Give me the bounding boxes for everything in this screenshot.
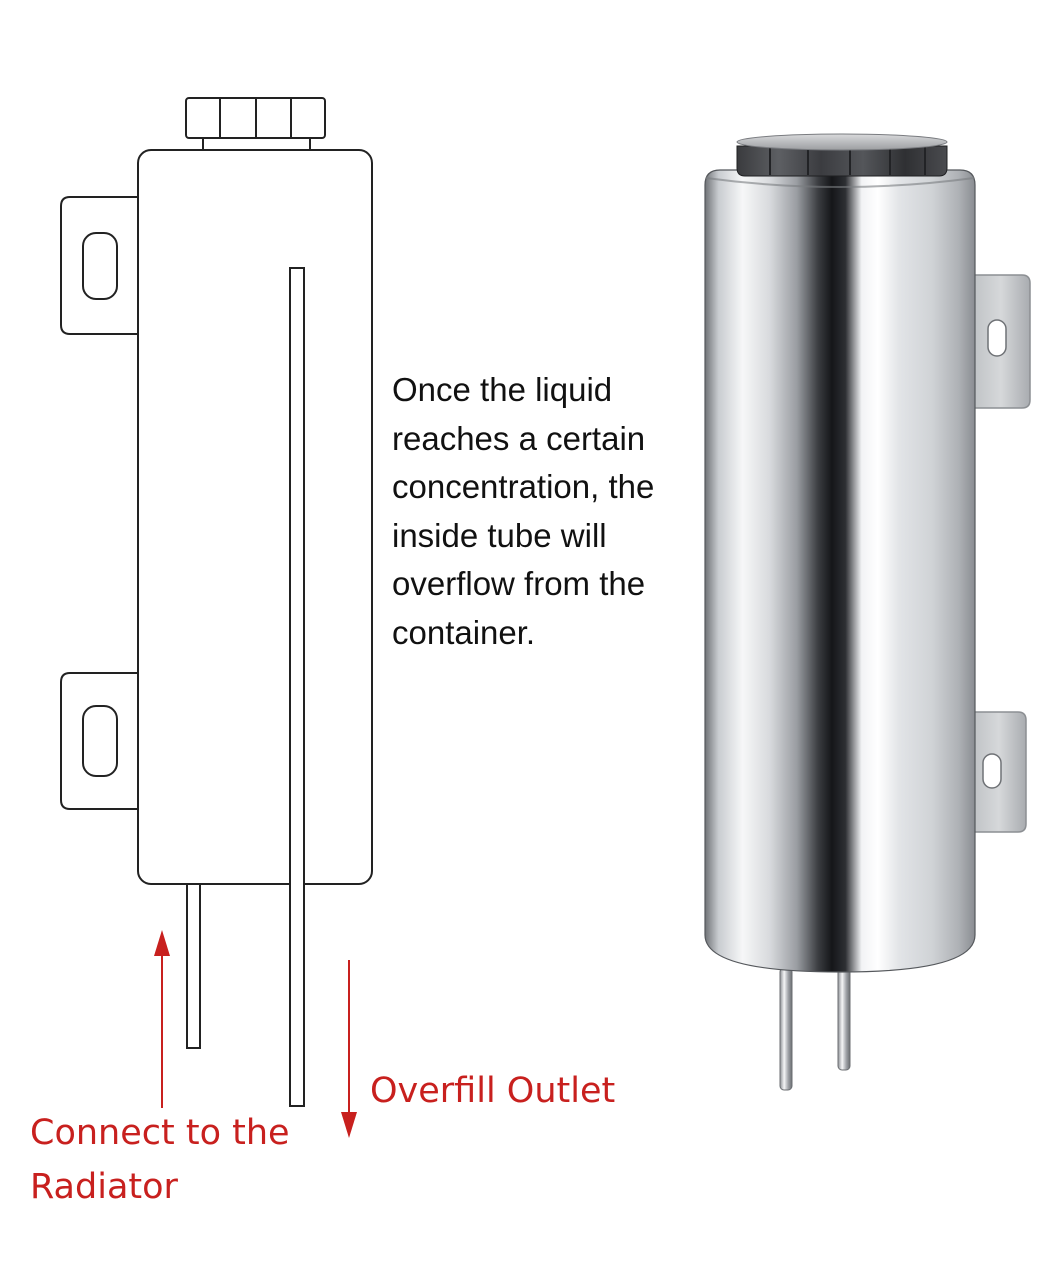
description-line: Once the liquid — [392, 371, 613, 408]
schematic-cap-neck — [202, 137, 311, 151]
schematic-overflow-tube — [289, 267, 305, 1107]
product-inlet-pipe — [779, 967, 793, 1091]
schematic-bracket-slot-top — [82, 232, 118, 300]
tank-product-render — [704, 133, 1031, 1091]
schematic-inlet-pipe — [186, 883, 201, 1049]
description-line: overflow from the — [392, 565, 646, 602]
product-bracket-bottom — [971, 711, 1027, 833]
outlet-label: Overfill Outlet — [370, 1071, 616, 1111]
product-outlet-pipe — [837, 967, 851, 1071]
overflow-description: Once the liquid reaches a certain concen… — [392, 366, 654, 657]
description-line: container. — [392, 613, 536, 651]
schematic-bracket-top — [60, 196, 138, 335]
description-line: inside tube will — [392, 516, 607, 554]
description-line: concentration, the — [392, 468, 655, 505]
inlet-label-line: Radiator — [30, 1167, 178, 1207]
product-cap — [736, 133, 948, 177]
product-cylinder-body — [704, 169, 976, 973]
product-bracket-top — [971, 274, 1031, 409]
schematic-bracket-slot-bottom — [82, 705, 118, 777]
arrow-up-icon — [154, 930, 170, 1108]
arrow-down-icon — [341, 960, 357, 1138]
inlet-label: Connect to the Radiator — [30, 1106, 290, 1214]
description-line: reaches a certain — [392, 419, 646, 457]
inlet-label-line: Connect to the — [30, 1113, 290, 1153]
schematic-bracket-bottom — [60, 672, 138, 810]
tank-schematic — [60, 97, 373, 1107]
schematic-tank-body — [137, 149, 373, 885]
